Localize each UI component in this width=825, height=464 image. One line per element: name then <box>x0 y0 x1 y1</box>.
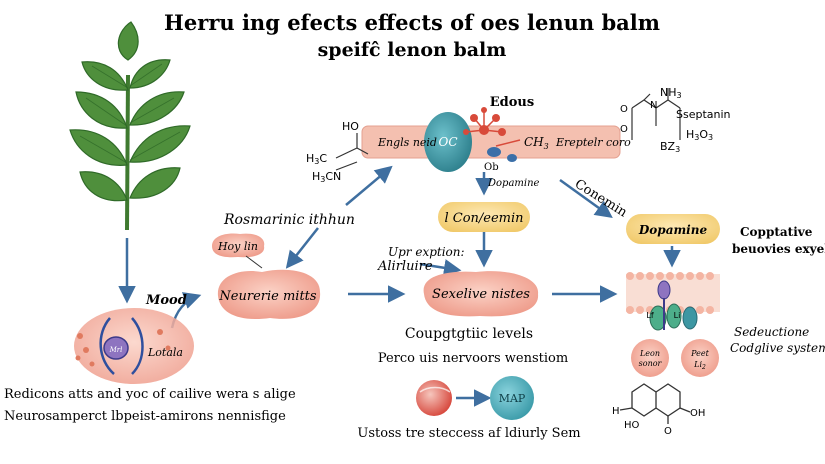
label-copptative-2: beuovies exyeh <box>732 242 825 256</box>
leon-sonor-circle <box>631 339 669 377</box>
label-li: Li <box>674 311 681 320</box>
label-edous: Edous <box>490 95 534 110</box>
label-ob: Ob <box>484 162 499 173</box>
chem-h3c: H3C <box>306 152 327 166</box>
label-conemin: Conemin <box>572 177 630 221</box>
label-oc: OC <box>438 135 457 149</box>
neuron-cell-icon <box>74 308 194 384</box>
chem-h3cn: H3CN <box>312 170 341 184</box>
label-reducons-1: Redicons atts and yoc of cailive wera s … <box>4 387 296 402</box>
label-perco-nervoors: Perco uis nervoors wenstiom <box>378 351 568 366</box>
label-reducons-2: Neurosamperct lbpeist-amirons nennisfige <box>4 409 286 424</box>
label-sedeuctione-2: Codglive system <box>730 341 825 355</box>
chem-h3o3: H3O3 <box>686 128 713 142</box>
chemical-structure-left <box>335 133 369 171</box>
label-ereptelr-coro: Ereptelr coro <box>555 136 631 149</box>
chem-nh3: NH3 <box>660 86 682 100</box>
ring-structure-icon <box>619 383 691 424</box>
label-lotala: Lotala <box>147 346 183 359</box>
membrane-synapse-icon <box>626 272 720 331</box>
label-mrl: Mrl <box>109 346 123 354</box>
sexelive-nistes-blob <box>423 271 539 317</box>
chem-n-right: N <box>650 100 657 111</box>
dopamine-pill <box>626 214 720 244</box>
title-line-2: speifĉ lenon balm <box>318 39 507 61</box>
neurerie-mitts-blob <box>217 269 321 320</box>
label-leon-1: Leon <box>639 349 660 358</box>
label-sexelive-nistes: Sexelive nistes <box>432 287 530 302</box>
title-line-1: Herru ing efects effects of oes lenun ba… <box>164 10 660 35</box>
hoyhin-blob <box>212 233 265 269</box>
label-alirluire: Alirluire <box>377 259 433 274</box>
chemical-structure-right <box>631 88 681 140</box>
label-hoyhin: Hoy lin <box>217 240 258 253</box>
label-map: MAP <box>499 392 526 405</box>
label-coupgtic-levels: Coupgtgtiic levels <box>405 326 533 342</box>
label-dopamine-small: Dopamine <box>487 178 540 189</box>
label-engls-neid: Engls neid <box>377 136 437 149</box>
label-peet-1: Peet <box>690 349 709 358</box>
chem-ho-bottom: HO <box>624 420 640 431</box>
chem-h-bottom: H <box>612 406 620 417</box>
receptor-band <box>361 107 621 172</box>
label-ustoss: Ustoss tre steccess af ldiurly Sem <box>357 426 580 441</box>
label-copptative-1: Copptative <box>740 225 813 239</box>
label-ch3: CH3 <box>524 135 549 151</box>
label-upr-exption: Upr exption: <box>388 245 465 259</box>
label-mood: Mood <box>145 293 187 308</box>
chem-sseptanin: Sseptanin <box>676 108 731 121</box>
label-neurerie-mitts: Neurerie mitts <box>218 289 316 304</box>
label-leon-2: sonor <box>639 359 663 368</box>
chem-oh-bottom: OH <box>690 408 705 419</box>
chem-o-left: O <box>620 104 628 115</box>
label-peet-2: Li2 <box>693 360 706 371</box>
label-con-eemin: l Con/eemin <box>444 211 523 226</box>
label-rosmarinic: Rosmarinic ithhun <box>223 212 355 228</box>
map-circle-icon <box>490 376 534 420</box>
label-lf: Lf <box>646 311 653 320</box>
red-sphere-icon <box>416 380 452 416</box>
peet-circle <box>681 339 719 377</box>
lemon-balm-plant-icon <box>69 21 191 231</box>
chem-o-left2: O <box>620 124 628 135</box>
chem-bz3: BZ3 <box>660 140 680 154</box>
label-sedeuctione-1: Sedeuctione <box>734 325 809 339</box>
con-eemin-pill <box>438 202 530 232</box>
chem-o-bottom: O <box>664 426 672 437</box>
label-dopamine-pill: Dopamine <box>638 223 708 237</box>
chem-ho-top: HO <box>342 120 359 133</box>
